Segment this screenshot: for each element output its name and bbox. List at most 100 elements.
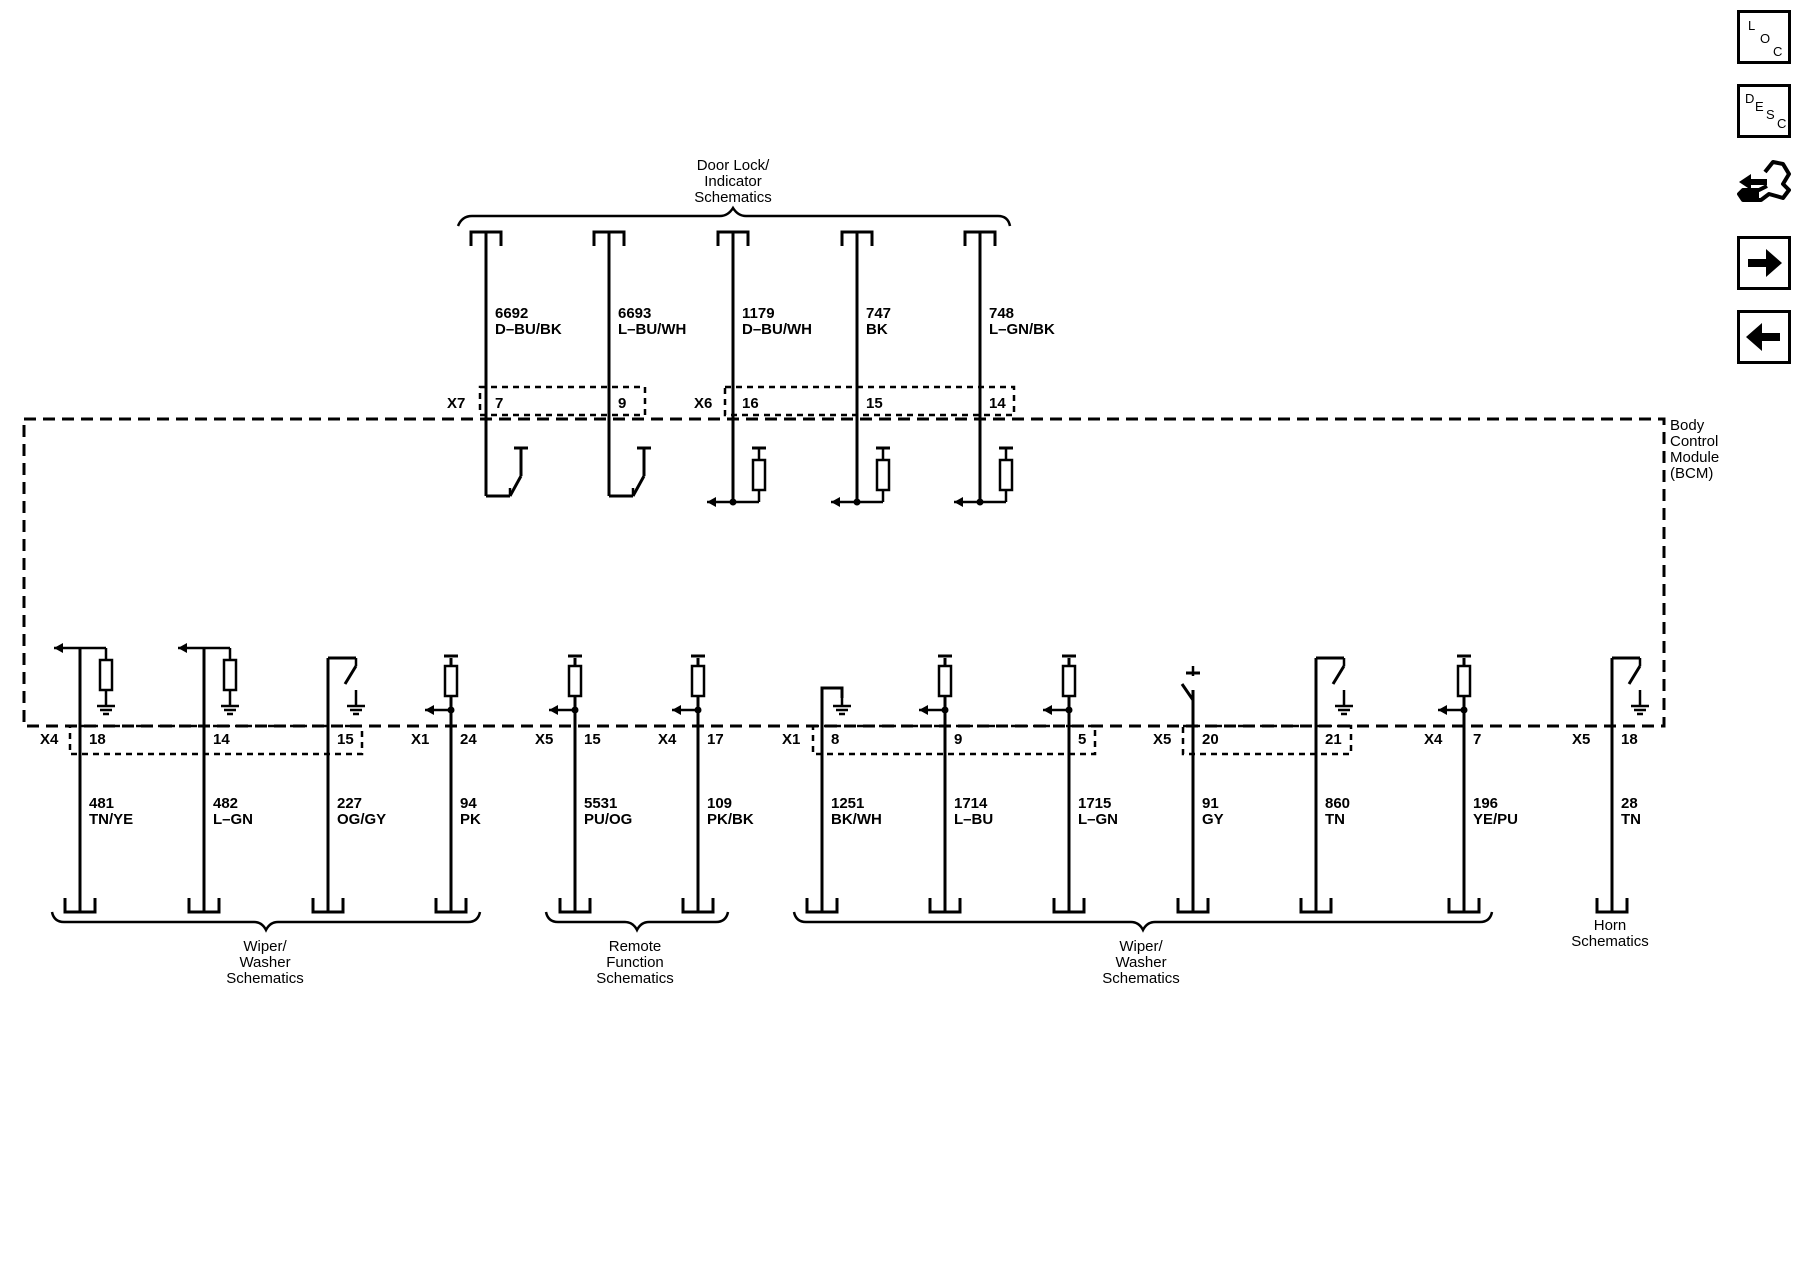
pin-number: 16 [742,395,759,412]
wiper-right-brace [792,911,1494,933]
connector-id: X6 [694,395,712,412]
door-lock-title-2: Indicator [704,173,762,190]
junction-dot [447,706,455,714]
circuit-number: 747 [866,305,891,322]
pin-number: 9 [618,395,626,412]
connector-id: X1 [782,731,800,748]
desc-letter-3: S [1766,107,1775,122]
junction-dot [1065,706,1073,714]
junction-dot [941,706,949,714]
remote-brace [544,911,730,933]
circuit-number: 748 [989,305,1014,322]
pin-number: 18 [89,731,106,748]
door-lock-title-3: Schematics [694,189,772,206]
resistor [875,458,891,492]
pin-number: 15 [584,731,601,748]
loc-letter-1: L [1748,18,1756,33]
pin-number: 5 [1078,731,1086,748]
arrow-head [1438,705,1447,715]
connector-id: X7 [447,395,465,412]
bcm-label-4: (BCM) [1670,465,1713,482]
previous-page-button[interactable] [1737,310,1791,364]
description-button[interactable]: D E S C [1737,84,1791,138]
switch-contact [343,665,358,685]
loc-letter-2: O [1760,31,1771,46]
arrow-head [54,643,63,653]
wire-color: TN [1325,811,1345,828]
bcm-label-1: Body [1670,417,1705,434]
switch-contact [1331,665,1346,685]
wiper-right-title-2: Washer [1115,954,1166,971]
ground-lead [820,686,844,700]
connector-id: X5 [1572,731,1590,748]
wiper-left-title-2: Washer [239,954,290,971]
connector-x5-box-c [1181,724,1353,756]
wire-color: L–GN [1078,811,1118,828]
remote-title-1: Remote [609,938,662,955]
pin-number: 20 [1202,731,1219,748]
circuit-number: 28 [1621,795,1638,812]
arrow-head [549,705,558,715]
resistor [567,664,583,698]
location-button[interactable]: L O C [1737,10,1791,64]
connector-view-button[interactable] [1737,154,1791,208]
wiper-right-title-1: Wiper/ [1119,938,1163,955]
horn-title-2: Schematics [1571,933,1649,950]
loc-letter-3: C [1773,44,1783,59]
wire-color: D–BU/WH [742,321,812,338]
circuit-number: 1715 [1078,795,1111,812]
wiper-left-brace [50,911,482,933]
wiper-right-title-3: Schematics [1102,970,1180,987]
arrow-head [919,705,928,715]
wire-color: L–BU/WH [618,321,686,338]
pin-number: 24 [460,731,477,748]
connector-x4-box-a [68,724,364,756]
pin-number: 7 [495,395,503,412]
pin-number: 9 [954,731,962,748]
connector-id: X5 [1153,731,1171,748]
connector-id: X4 [1424,731,1443,748]
switch-contact [508,475,523,497]
connector-id: X4 [658,731,677,748]
resistor [98,658,114,692]
remote-title-3: Schematics [596,970,674,987]
pin-number: 7 [1473,731,1481,748]
junction-dot [571,706,579,714]
connector-id: X5 [535,731,553,748]
wire-color: TN [1621,811,1641,828]
wire-color: L–GN/BK [989,321,1055,338]
connector-x6-box [723,385,1016,417]
resistor [998,458,1014,492]
junction-dot [1460,706,1468,714]
pin-number: 14 [213,731,230,748]
connector-x7-box [478,385,647,417]
circuit-number: 1714 [954,795,988,812]
pin-number: 21 [1325,731,1342,748]
door-lock-brace [456,205,1012,227]
wire-color: PU/OG [584,811,632,828]
connector-wrench-icon [1737,160,1791,202]
circuit-number: 1179 [742,305,775,322]
pin-number: 14 [989,395,1006,412]
circuit-number: 91 [1202,795,1219,812]
arrow-left-icon [1746,323,1780,351]
circuit-number: 196 [1473,795,1498,812]
wire-color: GY [1202,811,1224,828]
wire-color: BK/WH [831,811,882,828]
next-page-button[interactable] [1737,236,1791,290]
wire-color: L–BU [954,811,993,828]
